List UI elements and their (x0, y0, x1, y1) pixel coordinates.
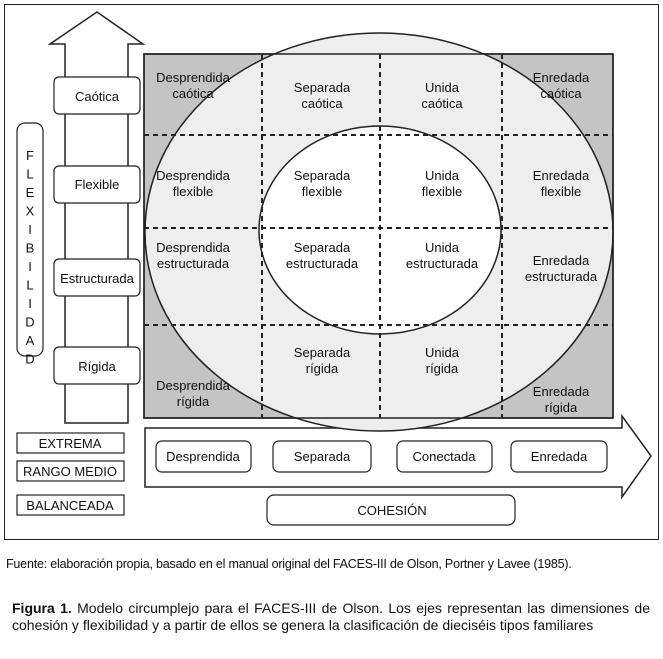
flexibility-title-letter: D (25, 315, 34, 330)
cell-label-line: Enredada (533, 70, 590, 85)
cell-label-line: flexible (541, 184, 581, 199)
legend-extreme: EXTREMA (16, 432, 125, 454)
cell-label-line: Unida (425, 168, 460, 183)
cell-label-line: Separada (294, 240, 351, 255)
svg-text:BALANCEADA: BALANCEADA (26, 498, 114, 513)
cell-label-line: Enredada (533, 253, 590, 268)
cell-label-line: flexible (302, 184, 342, 199)
svg-text:Estructurada: Estructurada (60, 271, 134, 286)
cell-label-line: Enredada (533, 168, 590, 183)
cell-label-line: Unida (425, 345, 460, 360)
flexibility-title-letter: B (26, 241, 35, 256)
cell-label-line: Separada (294, 345, 351, 360)
svg-text:Rígida: Rígida (78, 359, 116, 374)
cell-label-line: estructurada (286, 256, 359, 271)
svg-text:EXTREMA: EXTREMA (39, 436, 102, 451)
svg-text:Separada: Separada (294, 449, 351, 464)
cell-label-line: flexible (173, 184, 213, 199)
svg-text:Desprendida: Desprendida (166, 449, 240, 464)
cell-label-line: rígida (545, 400, 578, 415)
cell-label-line: Unida (425, 80, 460, 95)
cell-label-line: Desprendida (156, 378, 230, 393)
flexibility-level-1: Caótica (53, 76, 141, 115)
cell-label-line: estructurada (157, 256, 230, 271)
cohesion-level-2: Separada (272, 440, 372, 473)
cell-label-line: caótica (421, 96, 463, 111)
figure-frame (4, 4, 659, 540)
cell-label-line: Enredada (533, 384, 590, 399)
flexibility-title-box (16, 122, 44, 357)
cell-label-line: flexible (422, 184, 462, 199)
svg-text:Caótica: Caótica (75, 89, 120, 104)
svg-text:RANGO MEDIO: RANGO MEDIO (23, 464, 117, 479)
flexibility-title-letter: L (26, 167, 33, 182)
flexibility-level-2: Flexible (53, 165, 141, 204)
svg-text:Conectada: Conectada (413, 449, 477, 464)
legend-balanced: BALANCEADA (16, 494, 125, 516)
cell-label-line: Desprendida (156, 70, 230, 85)
flexibility-title-letter: I (28, 222, 32, 237)
svg-text:Flexible: Flexible (75, 177, 120, 192)
grid-lines (144, 54, 613, 418)
svg-text:Enredada: Enredada (531, 449, 588, 464)
caption-text: Modelo circumplejo para el FACES-III de … (12, 600, 650, 633)
cell-label-line: rígida (426, 361, 459, 376)
caption-label: Figura 1. (12, 600, 72, 616)
cell-label-line: caótica (540, 86, 582, 101)
flexibility-title-letter: I (28, 259, 32, 274)
flexibility-level-4: Rígida (53, 346, 141, 385)
flexibility-title-letter: A (26, 333, 35, 348)
cell-label-line: caótica (301, 96, 343, 111)
source-note: Fuente: elaboración propia, basado en el… (6, 557, 572, 571)
cell-label-line: Separada (294, 168, 351, 183)
flexibility-level-3: Estructurada (53, 258, 141, 297)
cell-label-line: rígida (177, 394, 210, 409)
cohesion-level-4: Enredada (510, 440, 608, 473)
cell-label-line: Desprendida (156, 240, 230, 255)
flexibility-title-letter: F (26, 148, 34, 163)
cohesion-level-3: Conectada (396, 440, 493, 473)
cell-label-line: Desprendida (156, 168, 230, 183)
flexibility-title-letter: L (26, 278, 33, 293)
cell-label-line: Unida (425, 240, 460, 255)
flexibility-title-letter: D (25, 352, 34, 367)
flexibility-title-letter: I (28, 296, 32, 311)
legend-mid-range: RANGO MEDIO (16, 460, 125, 482)
flexibility-title-letter: X (26, 204, 35, 219)
flexibility-title-letter: E (26, 185, 35, 200)
cell-label-line: estructurada (525, 269, 598, 284)
cell-label-line: estructurada (406, 256, 479, 271)
cell-label-line: Separada (294, 80, 351, 95)
svg-text:COHESIÓN: COHESIÓN (357, 503, 426, 518)
cell-label-line: rígida (306, 361, 339, 376)
cohesion-level-1: Desprendida (155, 440, 252, 473)
cell-label-line: caótica (172, 86, 214, 101)
figure-caption: Figura 1. Modelo circumplejo para el FAC… (12, 600, 650, 634)
cohesion-title: COHESIÓN (266, 494, 516, 526)
